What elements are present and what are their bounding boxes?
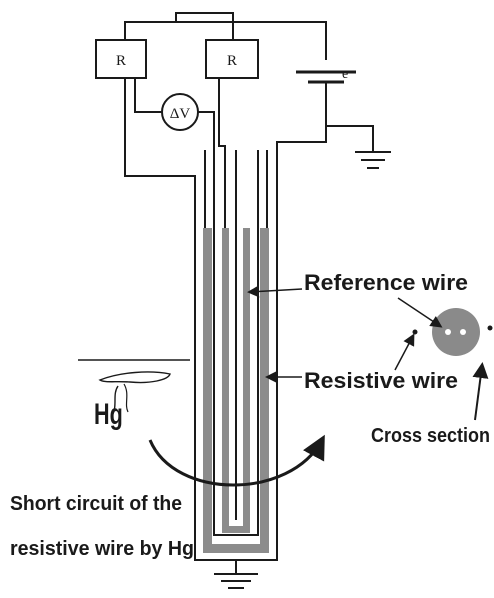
short-circuit-caption-line1: Short circuit of the	[10, 493, 182, 515]
short-circuit-arrow	[148, 434, 325, 487]
mercury-surface	[78, 359, 190, 417]
cross-section-res-pointer	[394, 333, 415, 371]
mercury-label: Hg	[94, 396, 123, 430]
ground-symbol-top	[355, 151, 391, 169]
voltmeter-label: ΔV	[170, 106, 191, 122]
reference-wire-label: Reference wire	[304, 270, 468, 295]
short-circuit-caption-line2: resistive wire by Hg	[10, 538, 194, 560]
resistor-left: R	[95, 39, 147, 79]
cross-section-ref-pointer	[397, 297, 443, 328]
ground-symbol-bottom	[214, 560, 258, 589]
resistive-element	[203, 228, 269, 553]
resistor-right: R	[205, 39, 259, 79]
cross-section-pointer	[472, 362, 489, 421]
resistor-left-label: R	[116, 53, 126, 69]
cross-section-label: Cross section	[371, 425, 490, 447]
cross-section	[412, 308, 493, 356]
resistor-right-label: R	[227, 53, 237, 69]
resistive-wire-label: Resistive wire	[304, 368, 458, 393]
battery-label: e	[342, 67, 348, 82]
reference-wire-pointer	[247, 285, 303, 298]
circuit-wiring	[124, 12, 374, 228]
battery: e	[296, 67, 356, 84]
voltmeter: ΔV	[161, 93, 199, 131]
